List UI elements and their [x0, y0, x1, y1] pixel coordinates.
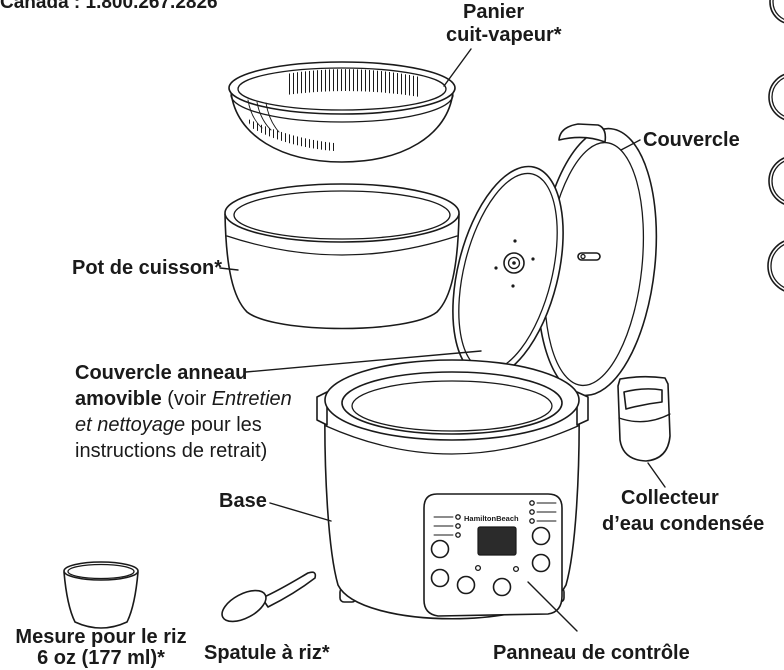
cropped-side-icons [767, 0, 784, 292]
condensation-collector [617, 375, 671, 462]
collector-label-line1: Collecteur [621, 487, 719, 509]
control-panel-display [477, 526, 517, 556]
cooking-pot-inner-rim [233, 190, 451, 240]
base-rim-inner [341, 371, 563, 435]
rice-paddle-handle [261, 571, 317, 608]
steamer-basket-back-perforations [286, 69, 420, 97]
panel-button [492, 577, 512, 597]
cooking-pot-body [224, 213, 460, 330]
cropped-circle-icon-ring [772, 0, 784, 20]
leader-base [269, 502, 332, 522]
steamer-basket-rib [247, 99, 263, 129]
brand-logo: HamiltonBeach [464, 514, 519, 523]
panel-button [531, 526, 551, 546]
measuring-cup-inner-rim [67, 563, 135, 580]
steamer-basket [228, 61, 456, 163]
ring-lid-dot [531, 257, 535, 261]
cropped-circle-icon-ring [771, 77, 784, 117]
leader-steamer-basket [443, 48, 472, 87]
rice-measure-label-line2: 6 oz (177 ml)* [37, 647, 165, 669]
cropped-circle-icon [767, 240, 784, 292]
rice-paddle-blade [221, 589, 267, 623]
ring-lid-label-name-end: amovible [75, 388, 162, 410]
main-lid-handle [558, 123, 607, 143]
measuring-cup-body [63, 571, 139, 629]
lid-label: Couvercle [643, 129, 740, 151]
ring-lid-label-line2: amovible (voir Entretien [75, 386, 292, 412]
ring-lid-dot [513, 239, 517, 243]
ring-lid-knob-center [512, 261, 516, 265]
panel-button [531, 553, 551, 573]
indicator-light [455, 523, 461, 529]
ring-lid-note-reference: Entretien [211, 388, 292, 410]
main-lid [536, 123, 658, 401]
indicator-caption [433, 516, 454, 536]
cropped-circle-icon [768, 73, 784, 121]
ring-lid-label-line1: Couvercle anneau [75, 362, 248, 384]
collector-label-line2: d’eau condensée [602, 513, 765, 535]
base-pot-opening [351, 380, 553, 432]
leader-condensation-collector [647, 462, 666, 488]
steamer-basket-front-perforations [246, 118, 334, 151]
leader-control-panel [527, 581, 578, 632]
base-label: Base [219, 490, 267, 512]
indicator-caption [536, 502, 557, 522]
indicator-light [455, 532, 461, 538]
indicator-light [455, 514, 461, 520]
indicator-light [529, 509, 535, 515]
indicator-light [529, 518, 535, 524]
base-rim-band [325, 425, 579, 455]
control-panel: HamiltonBeach [423, 493, 563, 617]
rice-paddle [221, 571, 317, 623]
ring-lid-dot [494, 266, 498, 270]
leader-lid [620, 139, 641, 151]
panel-button [456, 575, 476, 595]
ring-lid-dot [511, 284, 515, 288]
cooking-pot-band [226, 235, 458, 256]
ring-lid-note-open: (voir [161, 388, 212, 410]
indicator-light [529, 500, 535, 506]
cropped-circle-icon [769, 0, 784, 24]
ring-lid-knob-inner [507, 256, 521, 270]
ring-lid-label-line4: instructions de retrait) [75, 440, 268, 462]
ring-lid-note-text: pour les [185, 414, 262, 436]
rice-measure-label: Mesure pour le riz 6 oz (177 ml)* [0, 627, 202, 669]
steamer-basket-lip [230, 94, 454, 123]
steamer-basket-inner-rim [237, 67, 447, 111]
panel-button [430, 539, 450, 559]
steamer-basket-rib [256, 101, 272, 131]
panel-button [430, 568, 450, 588]
ring-lid-label: Couvercle anneau amovible (voir Entretie… [75, 360, 292, 464]
cooking-pot [224, 183, 460, 330]
collector-lip [618, 413, 671, 423]
phone-number: Canada : 1.800.267.2826 [0, 0, 218, 13]
rice-measure-label-line1: Mesure pour le riz [15, 626, 187, 648]
measuring-cup-rim [63, 561, 139, 581]
collector-opening [623, 388, 663, 410]
steamer-basket-rib [265, 102, 280, 133]
panel-indicator [474, 564, 482, 572]
rice-paddle-label: Spatule à riz* [204, 642, 330, 664]
leader-ring-lid [245, 350, 482, 373]
panel-indicator [512, 565, 520, 573]
cooking-pot-rim [224, 183, 460, 243]
leader-cooking-pot [219, 267, 239, 271]
control-panel-label: Panneau de contrôle [493, 642, 690, 664]
cropped-circle-icon-ring [770, 243, 784, 289]
ring-lid-label-line3: et nettoyage pour les [75, 412, 292, 438]
cooking-pot-label: Pot de cuisson* [72, 257, 223, 279]
cropped-circle-icon [768, 157, 784, 205]
steamer-basket-label-line1: Panier [463, 1, 525, 23]
main-lid-latch-pin [580, 253, 586, 260]
leader-lines [219, 48, 666, 632]
steamer-basket-label-line2: cuit-vapeur* [446, 24, 562, 46]
rice-measuring-cup [63, 561, 139, 629]
cropped-circle-icon-ring [771, 160, 784, 202]
ring-lid-note-reference-cont: et nettoyage [75, 414, 186, 436]
